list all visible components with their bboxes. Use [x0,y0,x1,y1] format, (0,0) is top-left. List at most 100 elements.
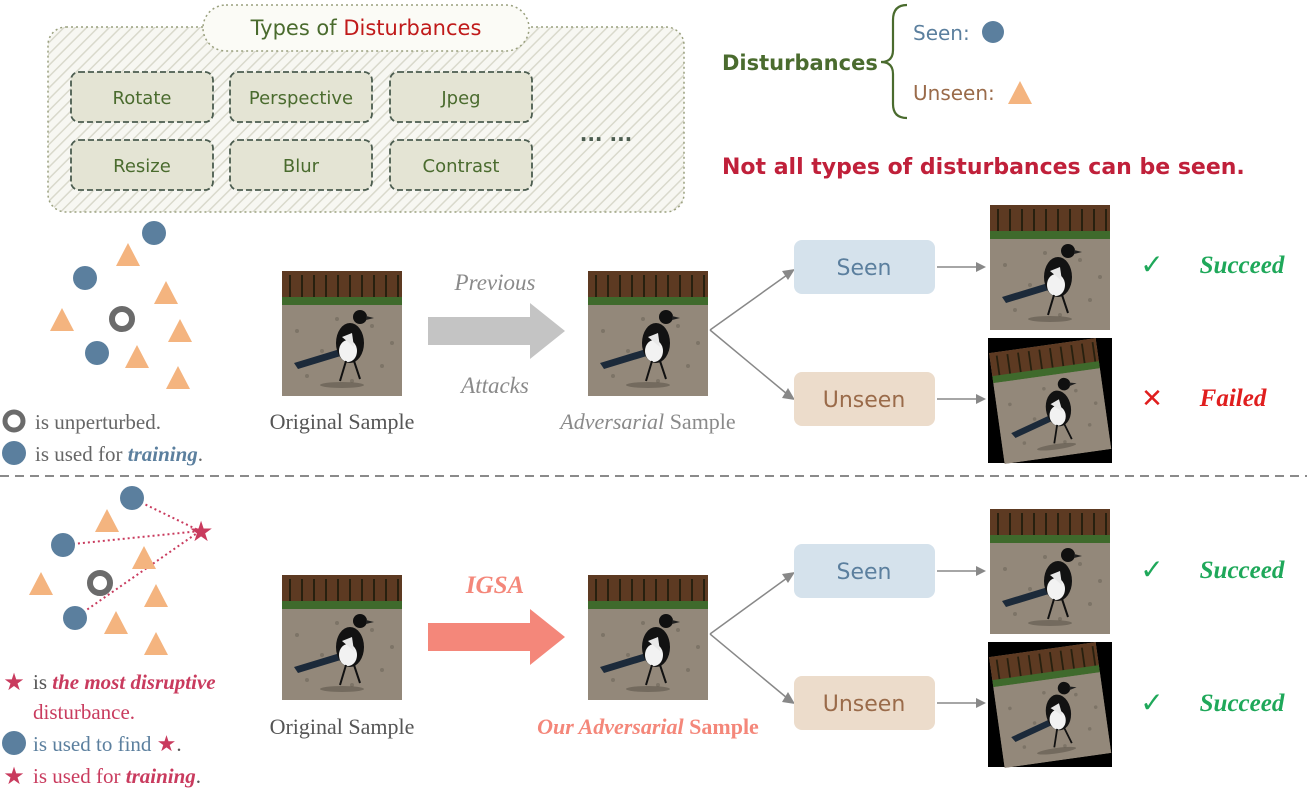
top-seen-box [794,240,935,294]
unperturbed-ring-icon [109,306,135,332]
unseen-triangle-icon [50,308,74,331]
svg-text:Blur: Blur [283,156,320,177]
seen-circle-icon [73,266,97,290]
unseen-triangle-icon [116,243,140,266]
success-check-icon: ✓ [1140,553,1163,586]
disturbance-legend: Disturbances Seen: Unseen: [722,3,1032,120]
unseen-triangle-icon [95,509,119,532]
disturbance-item: Rotate [70,71,214,123]
seen-circle-icon [51,533,75,557]
unseen-triangle-icon [104,611,128,634]
unperturbed-ring-icon [87,570,113,596]
top-unseen-result: Failed [1199,385,1267,412]
svg-text:is unperturbed.: is unperturbed. [35,410,161,434]
legend-label: Disturbances [722,51,878,75]
bottom-adversarial-image [586,575,710,700]
svg-text:is the most disruptive: is the most disruptive [33,670,216,694]
bottom-original-image [280,575,404,700]
top-key: is unperturbed. is used for training. [2,409,203,466]
disturbance-item: Blur [229,139,373,191]
top-unseen-box [794,372,935,426]
top-original-label: Original Sample [270,409,415,434]
unseen-triangle-icon [154,281,178,304]
top-seen-label: Seen [837,256,892,281]
svg-text:Contrast: Contrast [423,156,500,177]
top-unseen-result-image [988,337,1113,465]
igsa-label: IGSA [465,572,524,599]
bottom-key: ★ is the most disruptive disturbance. is… [2,668,216,790]
branch-line [709,577,788,635]
arrow-head-icon [976,394,986,404]
unseen-triangle-icon [132,546,156,569]
arrow-label-top: Previous [454,270,536,295]
seen-circle-icon [120,486,144,510]
top-seen-result-image [988,205,1112,330]
seen-circle-icon [85,341,109,365]
star-icon: ★ [3,668,25,696]
svg-text:is used to find ★.: is used to find ★. [33,731,182,756]
top-scatter [50,221,192,389]
unseen-triangle-icon [125,345,149,368]
disturbance-item: Resize [70,139,214,191]
svg-text:Resize: Resize [113,156,171,177]
bottom-seen-result: Succeed [1200,557,1285,584]
disruptive-star-icon: ★ [188,515,213,548]
bottom-adversarial-label: Our Adversarial Sample [537,714,759,739]
arrow-head-icon [976,566,986,576]
seen-circle-icon [63,606,87,630]
top-adversarial-image [586,271,710,396]
svg-text:is used for training.: is used for training. [35,442,203,466]
bottom-original-label: Original Sample [270,714,415,739]
svg-text:is used for training.: is used for training. [33,764,201,788]
unseen-triangle-icon [29,572,53,595]
bottom-scatter: ★ [29,486,214,655]
previous-attack-arrow-icon [428,303,565,359]
more-ellipsis: ··· ··· [580,127,633,151]
svg-text:disturbance.: disturbance. [33,700,135,724]
disturbance-types-panel: Types of Disturbances Rotate Perspective… [47,4,685,213]
top-adversarial-label: Adversarial Sample [558,409,735,434]
bottom-unseen-result-image [988,641,1113,769]
success-check-icon: ✓ [1140,686,1163,719]
svg-text:Perspective: Perspective [249,88,353,109]
legend-unseen-label: Unseen: [913,81,995,105]
legend-brace-icon [880,3,908,120]
unseen-triangle-icon [166,366,190,389]
bottom-seen-box [794,544,935,598]
star-icon: ★ [157,731,177,756]
success-check-icon: ✓ [1140,248,1163,281]
branch-line [709,633,788,699]
star-icon: ★ [3,762,25,790]
top-unseen-label: Unseen [823,388,906,413]
unseen-triangle-icon [144,632,168,655]
branch-line [709,274,788,331]
branch-line [709,329,788,395]
bottom-seen-result-image [988,509,1112,634]
arrow-label-bottom: Attacks [459,373,529,398]
disturbance-item: Perspective [229,71,373,123]
disturbance-item: Jpeg [389,71,533,123]
svg-text:Rotate: Rotate [113,88,172,109]
seen-circle-icon [2,441,26,465]
igsa-arrow-icon [428,609,565,665]
legend-seen-label: Seen: [913,21,970,45]
svg-text:Jpeg: Jpeg [440,88,480,109]
seen-circle-icon [142,221,166,245]
bottom-unseen-label: Unseen [823,692,906,717]
arrow-head-icon [976,262,986,272]
bottom-seen-label: Seen [837,560,892,585]
seen-circle-icon [2,731,26,755]
bottom-unseen-box [794,676,935,730]
top-seen-result: Succeed [1200,252,1285,279]
unseen-triangle-icon [144,584,168,607]
disturbance-item: Contrast [389,139,533,191]
unseen-triangle-icon [168,319,192,342]
fail-cross-icon: ✕ [1141,384,1163,414]
types-title: Types of Disturbances [250,16,482,40]
arrow-head-icon [976,698,986,708]
top-original-image [280,271,404,396]
unperturbed-ring-icon [2,409,26,433]
bottom-unseen-result: Succeed [1200,690,1285,717]
seen-circle-icon [982,21,1004,43]
unseen-triangle-icon [1008,81,1032,104]
